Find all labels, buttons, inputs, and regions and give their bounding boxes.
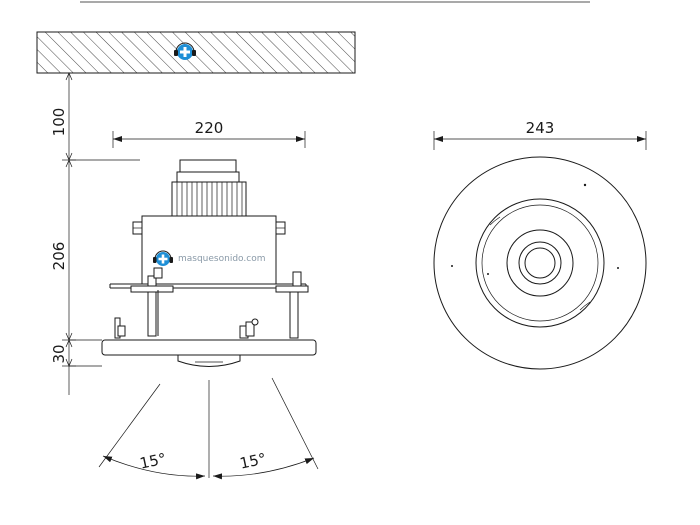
watermark-icon <box>153 250 173 266</box>
dimension-width-cut <box>112 131 306 148</box>
dispersion-angle-diagram <box>98 377 319 480</box>
headphones-plus-icon <box>174 42 196 60</box>
dimension-width-total-label: 243 <box>526 119 555 137</box>
angle-right-label: 15° <box>238 450 268 473</box>
vertical-dimension-chain <box>62 72 140 395</box>
watermark-text: masquesonido.com <box>178 254 265 264</box>
dimension-offset-label: 100 <box>50 108 68 137</box>
dimension-height-flange-label: 30 <box>50 344 68 363</box>
speaker-side-view <box>101 159 317 367</box>
dimension-height-body-label: 206 <box>50 242 68 271</box>
angle-left-label: 15° <box>138 450 168 473</box>
dimension-width-cut-label: 220 <box>195 119 224 137</box>
speaker-front-view <box>433 156 647 370</box>
dimension-width-total <box>433 131 647 150</box>
